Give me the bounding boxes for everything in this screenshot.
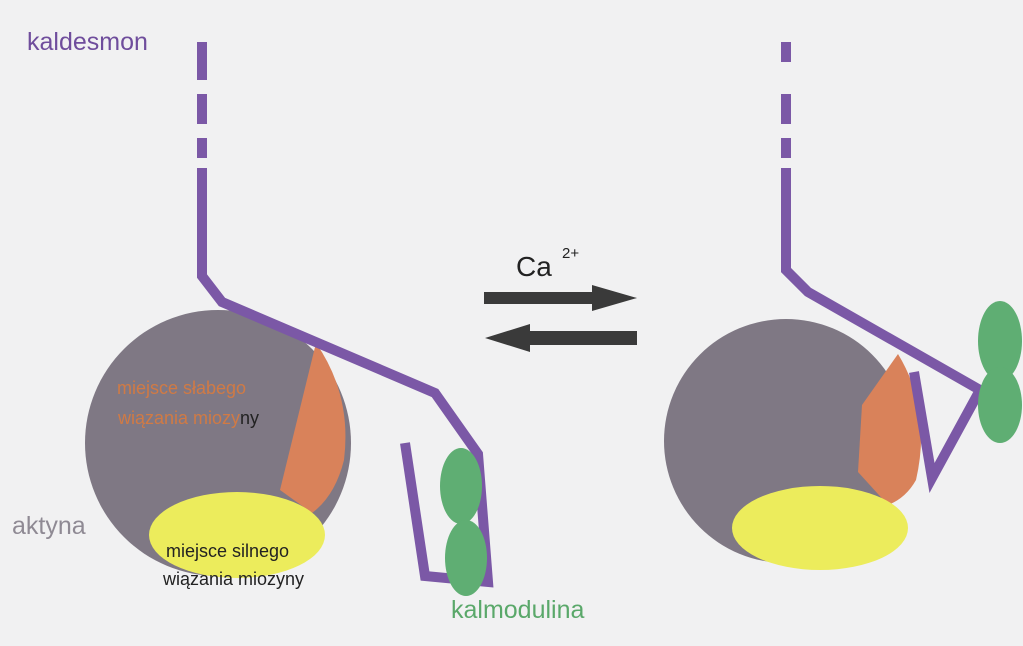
- kaldesmon-strand-left: [197, 42, 494, 588]
- strong-site-label-line1: miejsce silnego: [166, 541, 289, 561]
- calcium-equilibrium: Ca 2+: [484, 245, 637, 352]
- calcium-charge-label: 2+: [562, 245, 579, 262]
- weak-site-label-line2: wiązania miozyny: [117, 408, 259, 428]
- reverse-arrow: [485, 324, 637, 352]
- weak-binding-site-left: [280, 343, 346, 513]
- kaldesmon-strand-right: [781, 42, 987, 494]
- calmodulin-left: [440, 448, 487, 596]
- left-state: kaldesmon aktyna miejsce słabego wiązani…: [12, 28, 585, 624]
- weak-site-label-line2-b: ny: [240, 408, 259, 428]
- kaldesmon-label-left: kaldesmon: [27, 28, 148, 56]
- weak-site-label-line2-a: wiązania miozy: [117, 408, 240, 428]
- strong-binding-site-left: [149, 492, 325, 578]
- strong-binding-site-right: [732, 486, 908, 570]
- calcium-label: Ca: [516, 251, 552, 282]
- forward-arrow: [484, 285, 637, 311]
- right-state: [664, 42, 1022, 570]
- weak-site-label-line1: miejsce słabego: [117, 378, 246, 398]
- strong-site-label-line2: wiązania miozyny: [162, 569, 304, 589]
- aktyna-label: aktyna: [12, 512, 86, 540]
- weak-binding-site-right: [858, 354, 922, 505]
- calmodulin-right: [978, 301, 1022, 443]
- kalmodulina-label: kalmodulina: [451, 596, 585, 624]
